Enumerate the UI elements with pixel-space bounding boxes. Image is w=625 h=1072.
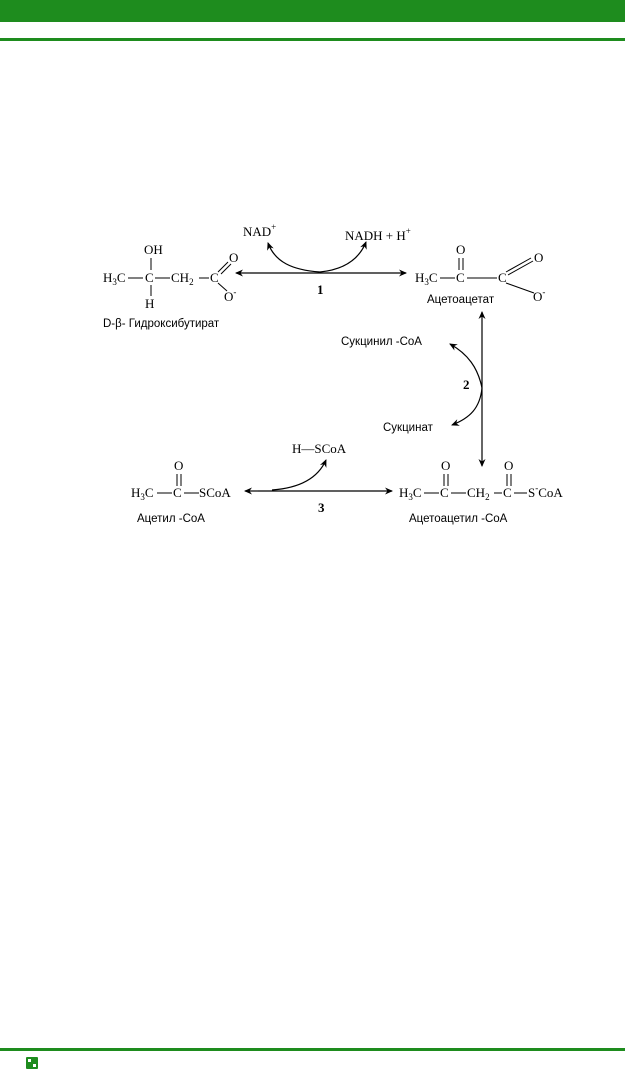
footer-rule [0,1048,625,1051]
reaction-1: NAD+ NADH + H+ 1 [235,222,411,297]
hydroxybutyrate-h3c: H3C [103,270,126,287]
acetoacetate-structure: O H3C C C O O- Ацетоацетат [415,242,545,306]
acetylcoa-h3c: H3C [131,485,154,502]
acetoacetate-o-keto: O [456,242,465,257]
acetoacetylcoa-structure: O O H3C C CH2 C S-CoA Ацетоацетил -CoA [399,458,563,525]
acetoacetylcoa-s: S-CoA [528,483,563,500]
acetylcoa-carbonyl-c: C [173,485,182,500]
hydroxybutyrate-o-double: O [229,250,238,265]
hydroxybutyrate-h: H [145,296,154,311]
header-rule [0,38,625,41]
reaction-3: H—SCoA 3 [244,441,393,515]
acetoacetate-o-minus: O- [533,287,545,304]
app-logo-icon [26,1057,38,1069]
acetylcoa-structure: O H3C C SCoA Ацетил -CoA [131,458,231,525]
reaction-3-number: 3 [318,500,325,515]
acetoacetate-keto-c: C [456,270,465,285]
reaction-2: Сукцинил -CoA Сукцинат 2 [341,311,486,467]
hydroxybutyrate-ch2: CH2 [171,270,194,287]
acetoacetate-name: Ацетоацетат [427,294,495,306]
acetoacetate-h3c: H3C [415,270,438,287]
acetoacetate-o-double: O [534,250,543,265]
acetoacetylcoa-name: Ацетоацетил -CoA [409,513,508,525]
reaction-1-number: 1 [317,282,324,297]
succinate-label: Сукцинат [383,422,434,434]
acetoacetylcoa-o2: O [504,458,513,473]
reaction-2-number: 2 [463,377,470,392]
acetoacetylcoa-h3c: H3C [399,485,422,502]
header-band [0,0,625,22]
acetoacetate-carboxyl-c: C [498,270,507,285]
acetoacetylcoa-keto-c: C [440,485,449,500]
acetylcoa-scoa: SCoA [199,485,231,500]
acetoacetylcoa-o1: O [441,458,450,473]
hydroxybutyrate-oh: OH [144,242,163,257]
hscoa-label: H—SCoA [292,441,347,456]
acetylcoa-o: O [174,458,183,473]
succinyl-coa-label: Сукцинил -CoA [341,336,422,348]
hydroxybutyrate-chiral-c: C [145,270,154,285]
hydroxybutyrate-name: D-β- Гидроксибутират [103,318,220,330]
acetoacetylcoa-thioester-c: C [503,485,512,500]
acetylcoa-name: Ацетил -CoA [137,513,205,525]
nad-label: NAD+ [243,222,276,239]
acetoacetylcoa-ch2: CH2 [467,485,490,502]
hydroxybutyrate-structure: OH H3C C CH2 C H O O- D-β- Гидроксибутир… [103,242,238,330]
hydroxybutyrate-o-minus: O- [224,287,236,304]
nadh-label: NADH + H+ [345,226,411,243]
hydroxybutyrate-carboxyl-c: C [210,270,219,285]
